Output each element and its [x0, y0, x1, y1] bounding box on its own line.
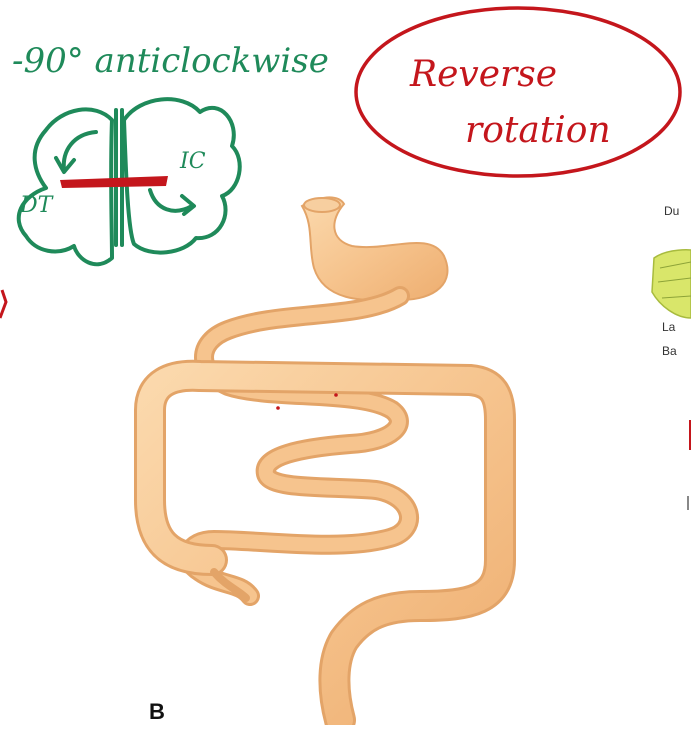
reverse-title-line1: Reverse — [409, 54, 557, 95]
figure-label: B — [149, 699, 165, 725]
gut-illustration — [150, 197, 500, 720]
red-dot-1 — [276, 406, 280, 410]
esophagus-opening — [304, 198, 340, 212]
label-right: IC — [179, 149, 206, 174]
side-panel-shape — [652, 250, 691, 318]
side-text-middle-1: La — [662, 320, 675, 334]
right-loop — [124, 99, 240, 252]
side-text-middle-2: Ba — [662, 344, 677, 358]
label-left: DT — [19, 193, 55, 218]
rotation-note: -90° anticlockwise — [12, 41, 329, 81]
red-dot-2 — [334, 393, 338, 397]
reverse-title-line2: rotation — [465, 110, 611, 151]
side-text-top: Du — [664, 204, 679, 218]
red-edge-mark — [0, 290, 6, 318]
side-panel-graphic — [652, 250, 691, 510]
